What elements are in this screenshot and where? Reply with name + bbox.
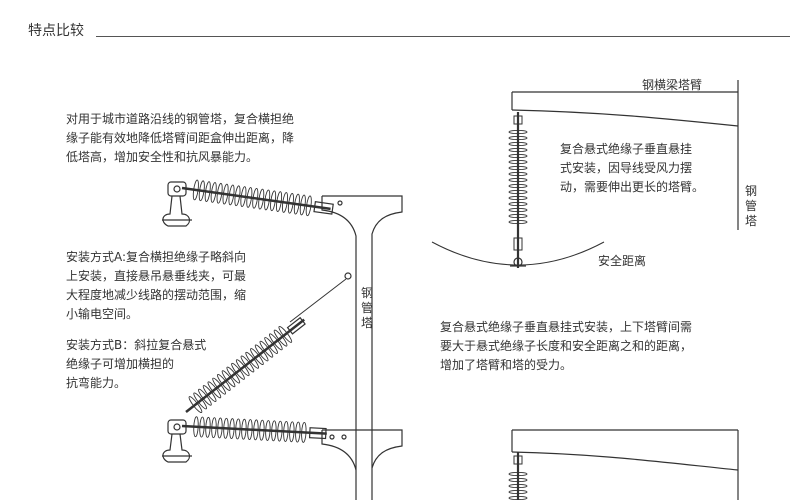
right-tower-label: 钢管塔 <box>744 184 757 228</box>
swing-arc <box>431 241 605 266</box>
title-underline <box>96 36 790 37</box>
upper-suspension-clamp <box>162 181 192 227</box>
lower-line-post-insulator <box>181 416 327 443</box>
left-tower-label: 钢管塔 <box>360 286 373 330</box>
safety-distance-label: 安全距离 <box>598 254 647 268</box>
method-a-text: 安装方式A:复合横担绝缘子略斜向 上安装，直接悬吊悬垂线夹，可最 大程度地减少线… <box>66 250 247 321</box>
intro-text: 对用于城市道路沿线的钢管塔，复合横担绝 缘子能有效地降低塔臂间距盒伸出距离，降 … <box>66 112 295 164</box>
lower-suspension-clamp <box>162 419 192 463</box>
section-title: 特点比较 <box>28 23 84 39</box>
method-b-text: 安装方式B：斜拉复合悬式 绝缘子可增加横担的 抗弯能力。 <box>66 338 207 390</box>
right-steel-crossarm-tower <box>511 80 739 500</box>
diagonal-brace-rod <box>289 278 347 323</box>
bottom-text: 复合悬式绝缘子垂直悬挂式安装，上下塔臂间需 要大于悬式绝缘子长度和安全距离之和的… <box>440 320 693 372</box>
upper-line-post-insulator <box>181 179 334 217</box>
diagonal-suspension-insulator <box>185 316 306 415</box>
crossarm-label: 钢横梁塔臂 <box>642 78 703 92</box>
vertical-suspension-insulator <box>508 112 528 268</box>
lower-vertical-insulator-stub <box>508 452 528 501</box>
suspension-text: 复合悬式绝缘子垂直悬挂 式安装，因导线受风力摆 动，需要伸出更长的塔臂。 <box>560 142 705 194</box>
left-steel-tube-tower <box>321 195 403 500</box>
